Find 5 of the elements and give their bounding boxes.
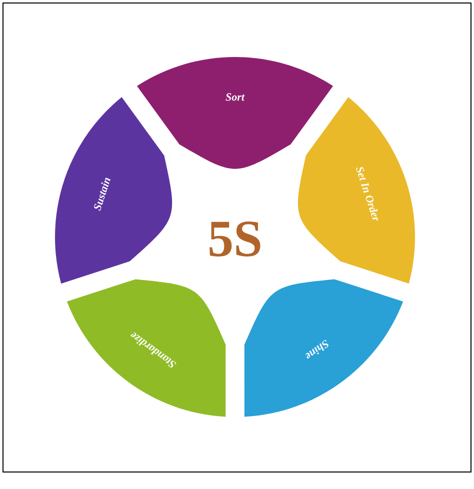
- segment: Set In Order: [298, 97, 415, 284]
- segment: Shine: [244, 279, 404, 417]
- center-title: 5S: [210, 222, 260, 256]
- segment: Sort: [136, 57, 334, 169]
- segment: Sustain: [55, 97, 172, 284]
